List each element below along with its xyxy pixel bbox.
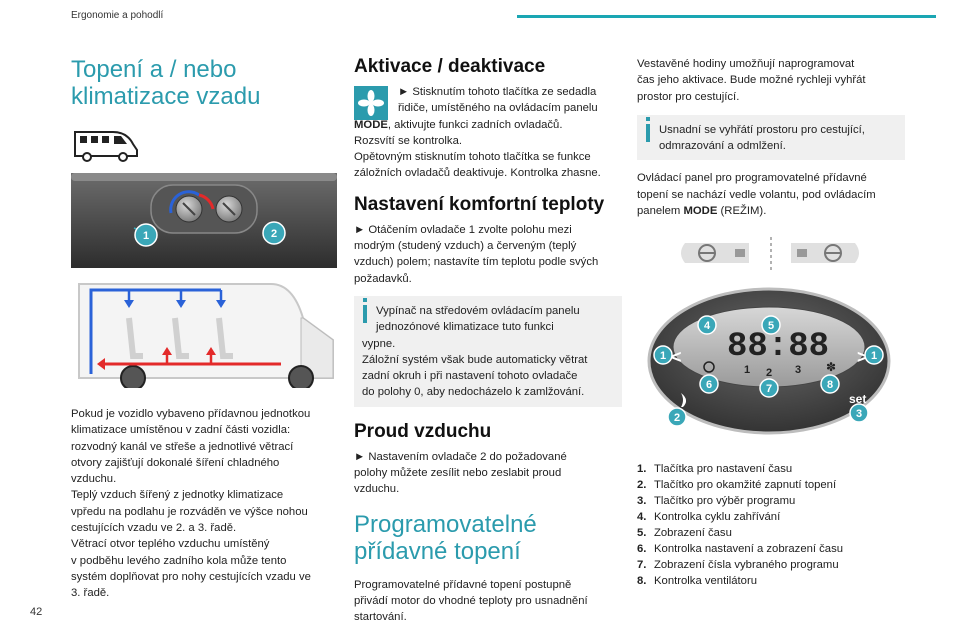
legend-item: 7.Zobrazení čísla vybraného programu: [637, 559, 839, 572]
callout-1: [864, 345, 884, 366]
rear-fan-button-icon: [354, 86, 388, 120]
legend-item: 5.Zobrazení času: [637, 527, 732, 540]
heat-now-button[interactable]: [681, 393, 687, 408]
callout-2: [667, 407, 687, 428]
section-title: Ergonomie a pohodlí: [71, 10, 164, 21]
set-button[interactable]: set: [849, 392, 866, 406]
van-icon: [74, 131, 138, 162]
airflow-text: ► Nastavením ovladače 2 do požadované po…: [354, 450, 567, 496]
legend-item: 2.Tlačítko pro okamžité zapnutí topení: [637, 479, 837, 492]
rear-heating-description: Pokud je vozidlo vybaveno přídavnou jedn…: [71, 408, 311, 600]
tip-box-heating: Usnadní se vyhřátí prostoru pro cestujíc…: [637, 114, 905, 161]
svg-text:3: 3: [856, 408, 862, 420]
time-left-button[interactable]: <: [671, 347, 682, 367]
programmable-heater-text: Programovatelné přídavné topení postupně…: [354, 578, 588, 624]
callout-2: [262, 221, 286, 245]
column-3: Vestavěné hodiny umožňují naprogramovat …: [637, 40, 905, 589]
panel-legend: 1.Tlačítka pro nastavení času 2.Tlačítko…: [637, 461, 905, 589]
tip-box-single-zone: Vypínač na středovém ovládacím panelu je…: [354, 295, 622, 407]
page-number: 42: [30, 606, 43, 618]
heading-activation: Aktivace / deaktivace: [354, 56, 546, 77]
svg-text:2: 2: [271, 228, 277, 240]
legend-item: 6.Kontrolka nastavení a zobrazení času: [637, 543, 844, 556]
comfort-text: ► Otáčením ovladače 1 zvolte polohu mezi…: [354, 223, 599, 285]
svg-text:1: 1: [660, 350, 666, 362]
van-airflow-diagram: [78, 283, 334, 388]
svg-text:8: 8: [827, 379, 833, 391]
info-icon: [646, 116, 650, 142]
callout-4: [697, 315, 717, 336]
clock-indicator-icon: [703, 361, 715, 374]
fan-indicator-icon: ✽: [826, 360, 836, 374]
activation-block: ► Stisknutím tohoto tlačítka ze sedadla …: [354, 86, 601, 180]
time-right-button[interactable]: >: [857, 347, 868, 367]
header-accent-bar: [517, 15, 936, 18]
svg-text:7: 7: [766, 383, 772, 395]
program-number-3: 3: [795, 364, 801, 376]
column-2: Aktivace / deaktivace ► Stisknutím tohot…: [354, 40, 622, 626]
clock-digits: 88:88: [727, 328, 829, 366]
callout-1: [653, 345, 673, 366]
callout-8: [820, 374, 840, 395]
heading-comfort-temperature: Nastavení komfortní teploty: [354, 193, 605, 215]
callout-6: [699, 374, 719, 395]
heading-airflow: Proud vzduchu: [354, 420, 492, 442]
panel-location-text: Ovládací panel pro programovatelné přída…: [637, 172, 876, 218]
svg-text:4: 4: [704, 320, 711, 332]
svg-text:2: 2: [674, 412, 680, 424]
callout-3: [849, 403, 869, 424]
svg-text:5: 5: [768, 320, 774, 332]
heater-control-panel-image: 88:88 1 2 3 ✽ < > set 1 1 2 3 4 5 6 7: [647, 287, 891, 435]
callout-5: [761, 315, 781, 336]
clock-intro: Vestavěné hodiny umožňují naprogramovat …: [637, 58, 866, 103]
legend-item: 1.Tlačítka pro nastavení času: [637, 463, 793, 476]
legend-item: 4.Kontrolka cyklu zahřívání: [637, 511, 781, 524]
svg-text:1: 1: [143, 230, 149, 242]
svg-text:6: 6: [706, 379, 712, 391]
callout-7: [759, 378, 779, 399]
info-icon: [363, 297, 367, 323]
program-number-2: 2: [766, 367, 772, 379]
callout-1: [134, 223, 158, 247]
svg-text:1: 1: [871, 350, 877, 362]
program-number-1: 1: [744, 364, 750, 376]
panel-callouts: 1 1 2 3 4 5 6 7 8: [653, 315, 884, 428]
legend-item: 8.Kontrolka ventilátoru: [637, 575, 757, 588]
rear-control-panel-image: 1 2: [71, 173, 337, 268]
legend-item: 3.Tlačítko pro výběr programu: [637, 495, 796, 508]
steering-location-diagram: [681, 237, 859, 272]
